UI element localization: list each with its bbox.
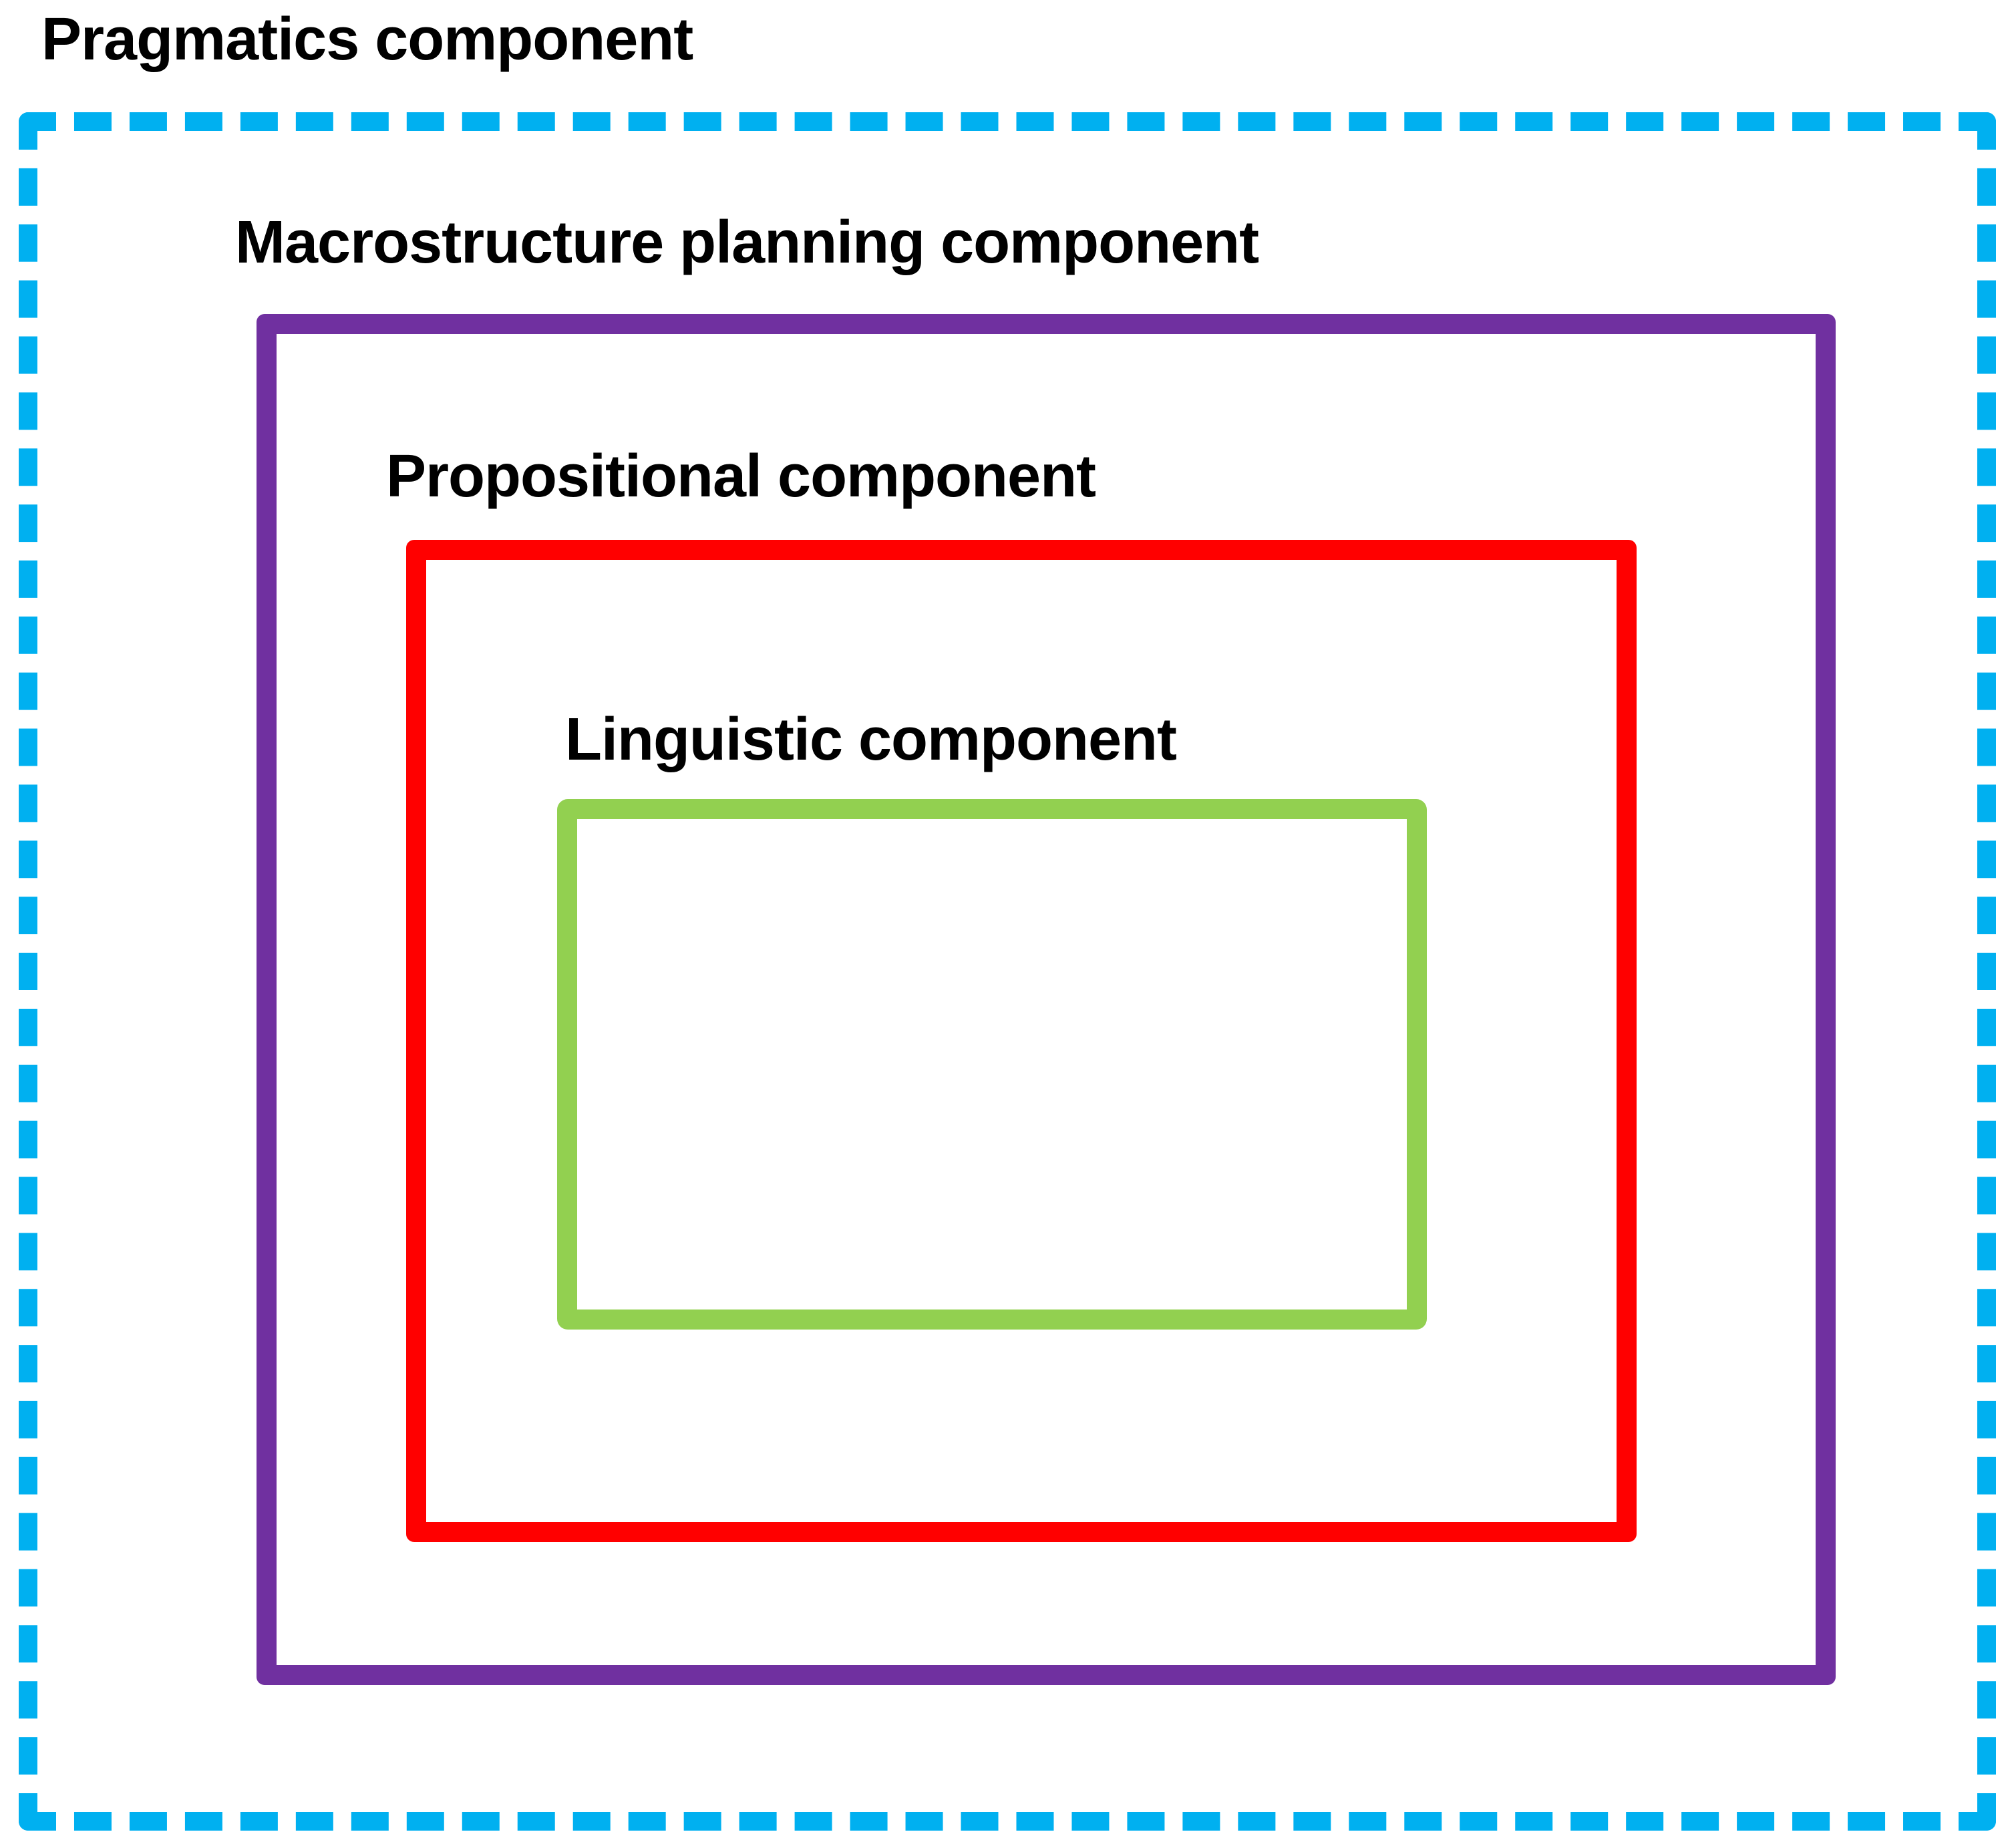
propositional-component-box: [406, 540, 1637, 1542]
macrostructure-planning-component-box: [257, 314, 1836, 1685]
macrostructure-planning-component-label: Macrostructure planning component: [235, 209, 1259, 276]
pragmatics-component-box: [19, 112, 1996, 1831]
linguistic-component-label: Linguistic component: [565, 706, 1177, 773]
propositional-component-label: Propositional component: [386, 443, 1096, 510]
linguistic-component-box: [557, 799, 1427, 1330]
pragmatics-component-label: Pragmatics component: [41, 6, 693, 73]
